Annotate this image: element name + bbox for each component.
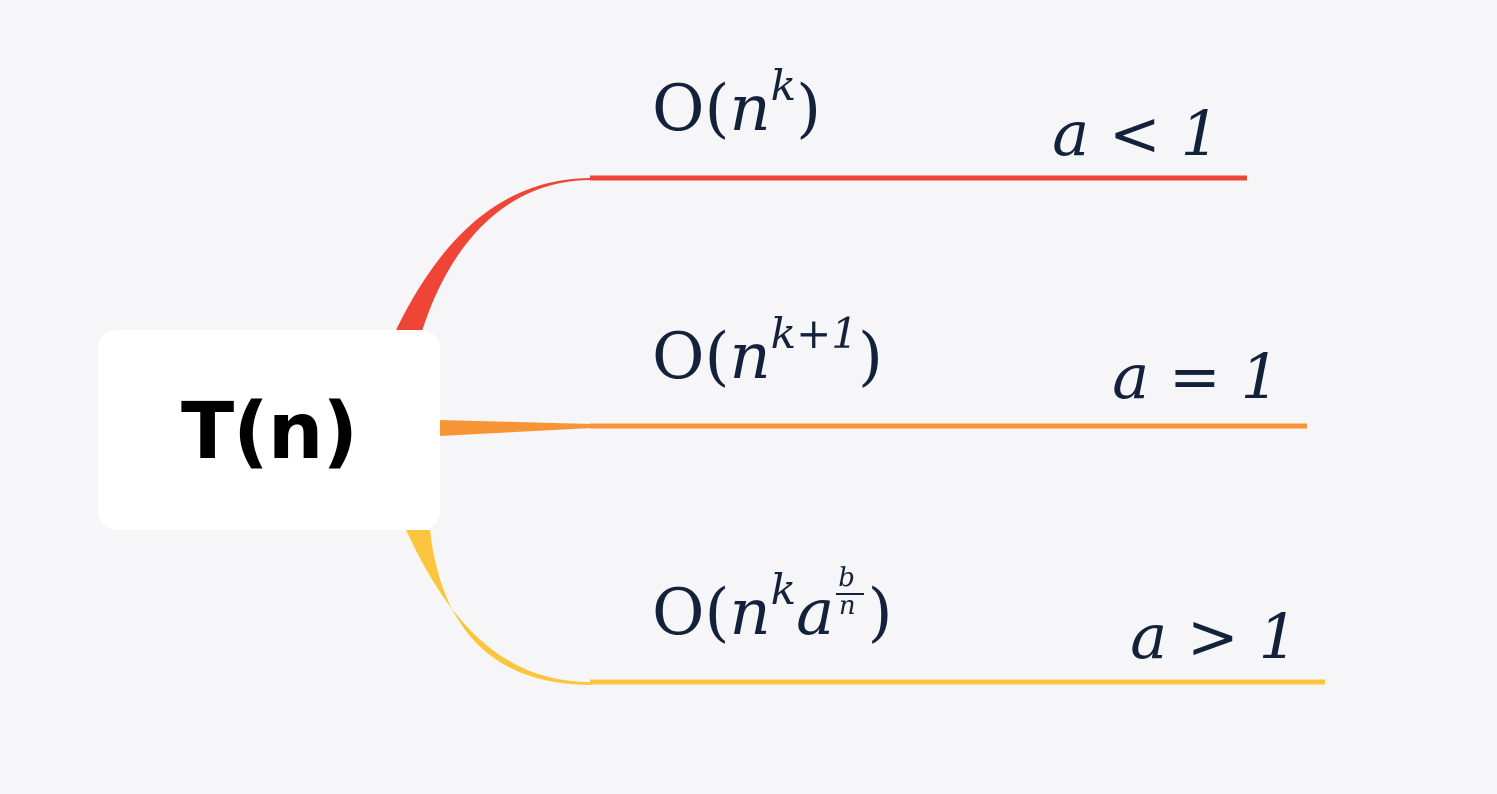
branch-1-condition: a < 1	[1052, 97, 1220, 170]
root-node[interactable]: T(n)	[98, 330, 440, 530]
branch-3-connector	[406, 530, 592, 685]
branch-2-complexity: O(nk+1)	[652, 309, 883, 394]
branch-1-complexity: O(nk)	[652, 61, 821, 146]
root-node-label: T(n)	[180, 387, 358, 477]
branch-2-condition: a = 1	[1112, 340, 1280, 413]
branch-2-connector	[440, 420, 592, 436]
branch-1: O(nk) a < 1	[396, 61, 1247, 338]
branch-2: O(nk+1) a = 1	[440, 309, 1307, 436]
branch-3-condition: a > 1	[1130, 600, 1298, 673]
branch-1-connector	[396, 178, 592, 338]
